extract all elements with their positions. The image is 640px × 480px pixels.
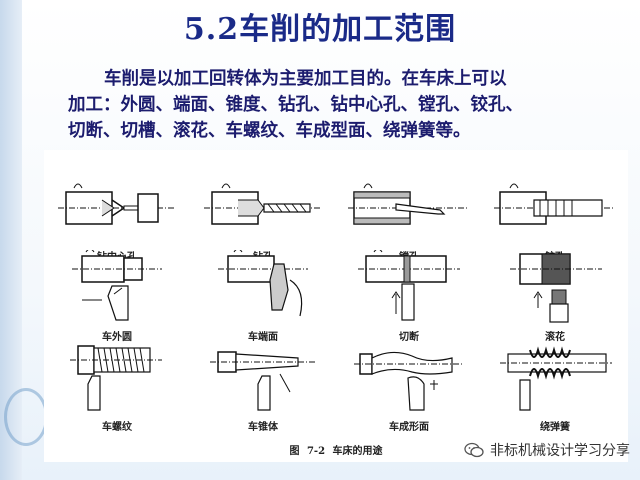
external-turning-illustration — [72, 250, 162, 321]
figure-label: 滚花 — [545, 332, 565, 343]
figure-label: 车端面 — [248, 332, 278, 343]
paragraph-line-2: 加工：外圆、端面、锥度、钻孔、钻中心孔、镗孔、铰孔、 — [68, 95, 523, 115]
paragraph-line-1: 车削是以加工回转体为主要加工目的。在车床上可以 — [104, 69, 507, 89]
lathe-uses-figure: 钻中心孔 钻孔 镗孔 铰孔 — [44, 150, 628, 462]
figure-label: 车成形面 — [389, 422, 429, 433]
figure-cell-parting: 切断 — [336, 250, 482, 348]
figure-cell-taper-turning: 车锥体 — [190, 340, 336, 438]
figure-cell-facing: 车端面 — [190, 250, 336, 348]
figure-cell-knurling: 滚花 — [482, 250, 628, 348]
wechat-icon — [464, 442, 484, 458]
figure-label: 车锥体 — [248, 422, 278, 433]
facing-illustration — [218, 250, 308, 317]
figure-cell-form-turning: 车成形面 — [336, 340, 482, 438]
university-seal — [4, 388, 48, 446]
parting-illustration — [358, 250, 460, 321]
figure-label: 绕弹簧 — [540, 422, 570, 433]
drilling-illustration — [204, 183, 322, 225]
figure-cell-external-turning: 车外圆 — [44, 250, 190, 348]
taper-turning-illustration — [210, 351, 316, 411]
figure-cell-spring-winding: 绕弹簧 — [482, 340, 628, 438]
reaming-illustration — [494, 183, 614, 225]
spring-winding-illustration — [500, 346, 612, 411]
figure-cell-reaming: 铰孔 — [482, 170, 628, 268]
boring-illustration — [348, 183, 468, 225]
slide-paragraph: 车削是以加工回转体为主要加工目的。在车床上可以 加工：外圆、端面、锥度、钻孔、钻… — [68, 66, 628, 144]
paragraph-line-3: 切断、切槽、滚花、车螺纹、车成型面、绕弹簧等。 — [68, 121, 471, 141]
figure-label: 车外圆 — [102, 332, 132, 343]
center-drilling-illustration — [58, 183, 176, 225]
slide-title: 5.2车削的加工范围 — [183, 12, 457, 47]
watermark-text: 非标机械设计学习分享 — [490, 443, 630, 459]
figure-cell-threading: 车螺纹 — [44, 340, 190, 438]
left-decorative-band — [0, 0, 22, 480]
figure-caption: 图 7-2 车床的用途 — [289, 446, 383, 457]
figure-label: 车螺纹 — [102, 422, 132, 433]
figure-label: 切断 — [399, 332, 419, 343]
wechat-watermark: 非标机械设计学习分享 — [464, 440, 630, 460]
form-turning-illustration — [354, 351, 464, 411]
threading-illustration — [70, 345, 162, 411]
knurling-illustration — [510, 253, 602, 323]
